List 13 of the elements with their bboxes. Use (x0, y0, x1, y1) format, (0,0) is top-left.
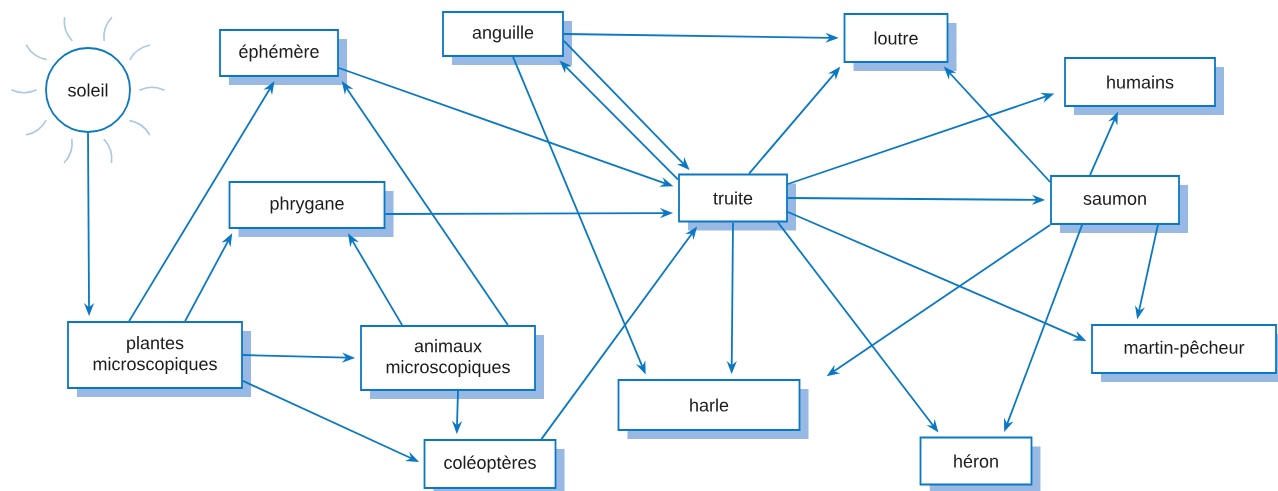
organism-box: animaux microscopiques (360, 325, 544, 399)
organism-box: phrygane (228, 181, 394, 237)
organism-box: truite (678, 173, 796, 231)
organism-box: héron (919, 436, 1041, 491)
organism-box: martin-pêcheur (1091, 324, 1278, 382)
organism-box: éphémère (219, 29, 347, 85)
organism-box: coléoptères (423, 439, 565, 491)
organism-box: saumon (1050, 175, 1188, 233)
organism-box: anguille (442, 11, 572, 65)
organism-box: plantes microscopiques (67, 321, 251, 397)
organism-box: loutre (843, 13, 957, 71)
organism-box: humains (1064, 57, 1224, 115)
organism-box: harle (617, 379, 809, 439)
